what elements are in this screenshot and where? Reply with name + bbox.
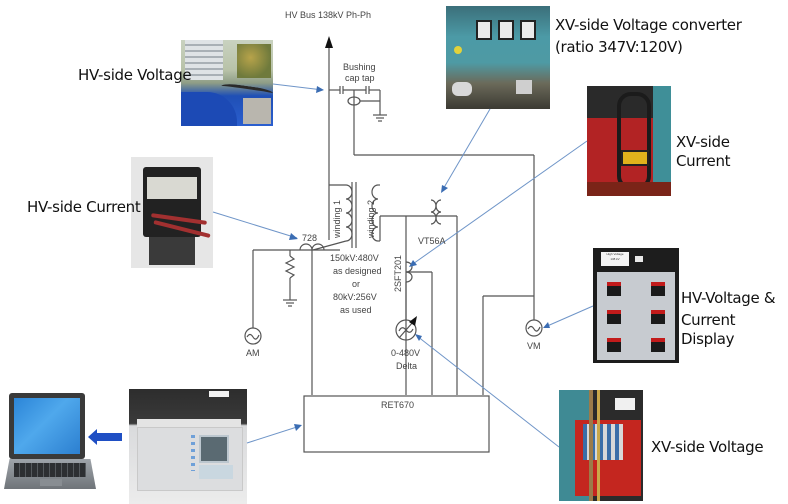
hv-voltage-photo [181,40,273,126]
xv-converter-callout-2: (ratio 347V:120V) [555,38,683,56]
hv-voltage-callout: HV-side Voltage [78,66,192,84]
winding1-label: winding 1 [332,200,342,239]
rating-line-4: 80kV:256V [333,292,377,302]
display-callout-2: Current Display [681,311,736,348]
xv-voltage-callout: XV-side Voltage [651,438,764,456]
block-arrow-left-icon [88,429,122,445]
bushing-label-1: Bushing [343,62,376,72]
bushing-label-2: cap tap [345,73,375,83]
xv-voltage-photo [559,390,643,501]
source-label-2: Delta [396,361,417,371]
hv-current-photo [131,157,213,268]
rating-line-5: as used [340,305,372,315]
sct-label: 2SFT201 [393,255,403,292]
rating-line-1: 150kV:480V [330,253,379,263]
hv-bus-label: HV Bus 138kV Ph-Ph [285,10,371,20]
relay-photo [129,389,247,504]
vt-label: VT56A [418,236,446,246]
hv-current-callout: HV-side Current [27,198,141,216]
xv-current-callout: XV-side Current [676,133,731,170]
hv-bus-arrow-icon [325,36,333,48]
hv-display-photo: High Voltage 138 kV [593,248,679,363]
source-label-1: 0-480V [391,348,420,358]
xv-voltage-converter-photo [446,6,550,109]
xv-current-photo [587,86,671,196]
rating-line-3: or [352,279,360,289]
ct-label: 728 [302,233,317,243]
winding2-label: winding 2 [366,200,376,239]
relay-label: RET670 [381,400,414,410]
ammeter-label: AM [246,348,260,358]
voltmeter-label: VM [527,341,541,351]
display-title-line1: High Voltage [606,252,624,256]
xv-converter-callout-1: XV-side Voltage converter [555,16,742,34]
relay-box [303,395,490,453]
display-callout-1: HV-Voltage & [681,289,776,307]
display-title-line2: 138 kV [610,257,620,261]
rating-line-2: as designed [333,266,382,276]
laptop-icon [4,393,96,493]
